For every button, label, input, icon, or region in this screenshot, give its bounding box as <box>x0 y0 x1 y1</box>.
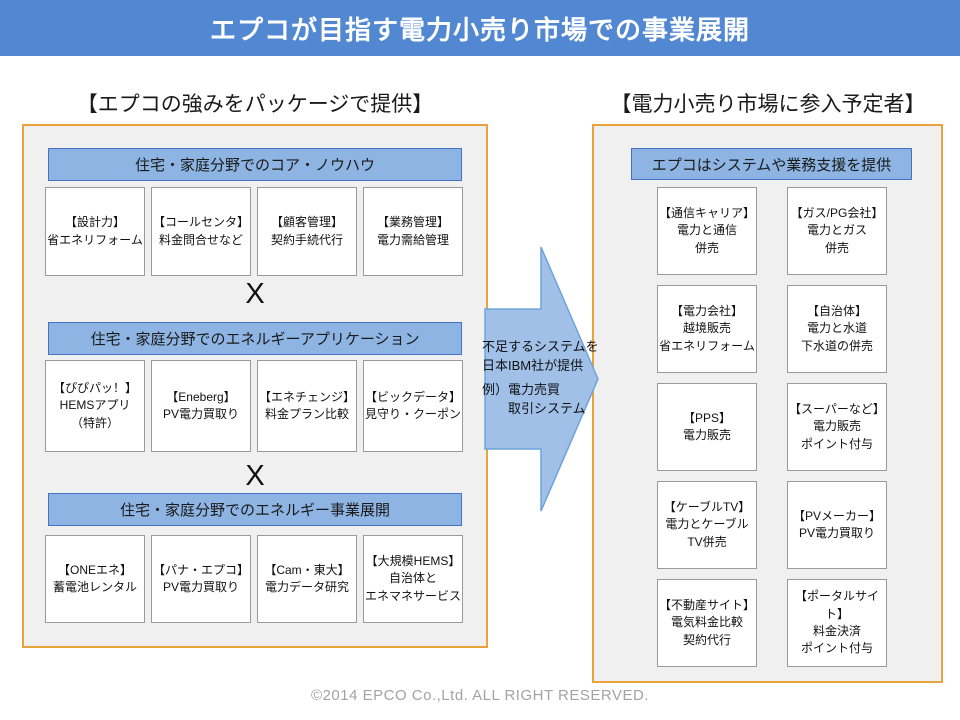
arrow-line: 例）電力売買 <box>482 382 561 397</box>
capability-box: 【顧客管理】 契約手続代行 <box>257 187 357 276</box>
entrant-box: 【通信キャリア】 電力と通信 併売 <box>657 187 757 275</box>
arrow-line: 不足するシステムを <box>482 339 599 354</box>
energy-application-row: 【ぴぴパッ！】 HEMSアプリ （特許） 【Eneberg】 PV電力買取り 【… <box>45 360 463 452</box>
capability-box: 【Eneberg】 PV電力買取り <box>151 360 251 452</box>
entrant-box: 【ガス/PG会社】 電力とガス 併売 <box>787 187 887 275</box>
entrant-box: 【ケーブルTV】 電力とケーブル TV併売 <box>657 481 757 569</box>
capability-box: 【業務管理】 電力需給管理 <box>363 187 463 276</box>
left-panel: 住宅・家庭分野でのコア・ノウハウ 【設計力】 省エネリフォーム 【コールセンタ】… <box>22 124 488 648</box>
capability-box: 【ONEエネ】 蓄電池レンタル <box>45 535 145 623</box>
capability-box: 【Cam・東大】 電力データ研究 <box>257 535 357 623</box>
entrants-grid: 【通信キャリア】 電力と通信 併売 【ガス/PG会社】 電力とガス 併売 【電力… <box>657 187 887 667</box>
right-panel: エプコはシステムや業務支援を提供 【通信キャリア】 電力と通信 併売 【ガス/P… <box>592 124 943 683</box>
right-panel-heading: 【電力小売り市場に参入予定者】 <box>610 93 926 116</box>
right-arrow-icon <box>484 246 599 512</box>
capability-box: 【ぴぴパッ！】 HEMSアプリ （特許） <box>45 360 145 452</box>
arrow-line: 取引システム <box>482 401 586 416</box>
arrow-annotation: 不足するシステムを 日本IBM社が提供 例）電力売買 取引システム <box>482 337 606 418</box>
section-header-energy-application: 住宅・家庭分野でのエネルギーアプリケーション <box>48 322 462 355</box>
copyright-text: ©2014 EPCO Co.,Ltd. ALL RIGHT RESERVED. <box>311 687 649 704</box>
core-knowhow-row: 【設計力】 省エネリフォーム 【コールセンタ】 料金問合せなど 【顧客管理】 契… <box>45 187 463 276</box>
energy-business-row: 【ONEエネ】 蓄電池レンタル 【パナ・エプコ】 PV電力買取り 【Cam・東大… <box>45 535 463 623</box>
slide-title: エプコが目指す電力小売り市場での事業展開 <box>209 14 750 45</box>
entrant-box: 【不動産サイト】 電気料金比較 契約代行 <box>657 579 757 667</box>
right-arrow-shape <box>484 243 600 515</box>
capability-box: 【ビックデータ】 見守り・クーポン <box>363 360 463 452</box>
entrant-box: 【電力会社】 越境販売 省エネリフォーム <box>657 285 757 373</box>
capability-box: 【パナ・エプコ】 PV電力買取り <box>151 535 251 623</box>
capability-box: 【大規模HEMS】 自治体と エネマネサービス <box>363 535 463 623</box>
section-header-core-knowhow: 住宅・家庭分野でのコア・ノウハウ <box>48 148 462 181</box>
arrow-line: 日本IBM社が提供 <box>482 358 584 373</box>
entrant-box: 【ポータルサイト】 料金決済 ポイント付与 <box>787 579 887 667</box>
entrant-box: 【PVメーカー】 PV電力買取り <box>787 481 887 569</box>
multiply-symbol: X <box>245 460 265 492</box>
entrant-box: 【スーパーなど】 電力販売 ポイント付与 <box>787 383 887 471</box>
capability-box: 【コールセンタ】 料金問合せなど <box>151 187 251 276</box>
section-header-epco-support: エプコはシステムや業務支援を提供 <box>631 148 912 180</box>
left-panel-heading: 【エプコの強みをパッケージで提供】 <box>76 93 434 116</box>
capability-box: 【設計力】 省エネリフォーム <box>45 187 145 276</box>
section-header-energy-business: 住宅・家庭分野でのエネルギー事業展開 <box>48 493 462 526</box>
entrant-box: 【PPS】 電力販売 <box>657 383 757 471</box>
capability-box: 【エネチェンジ】 料金プラン比較 <box>257 360 357 452</box>
entrant-box: 【自治体】 電力と水道 下水道の併売 <box>787 285 887 373</box>
title-bar: エプコが目指す電力小売り市場での事業展開 <box>0 0 960 56</box>
multiply-symbol: X <box>245 278 265 310</box>
